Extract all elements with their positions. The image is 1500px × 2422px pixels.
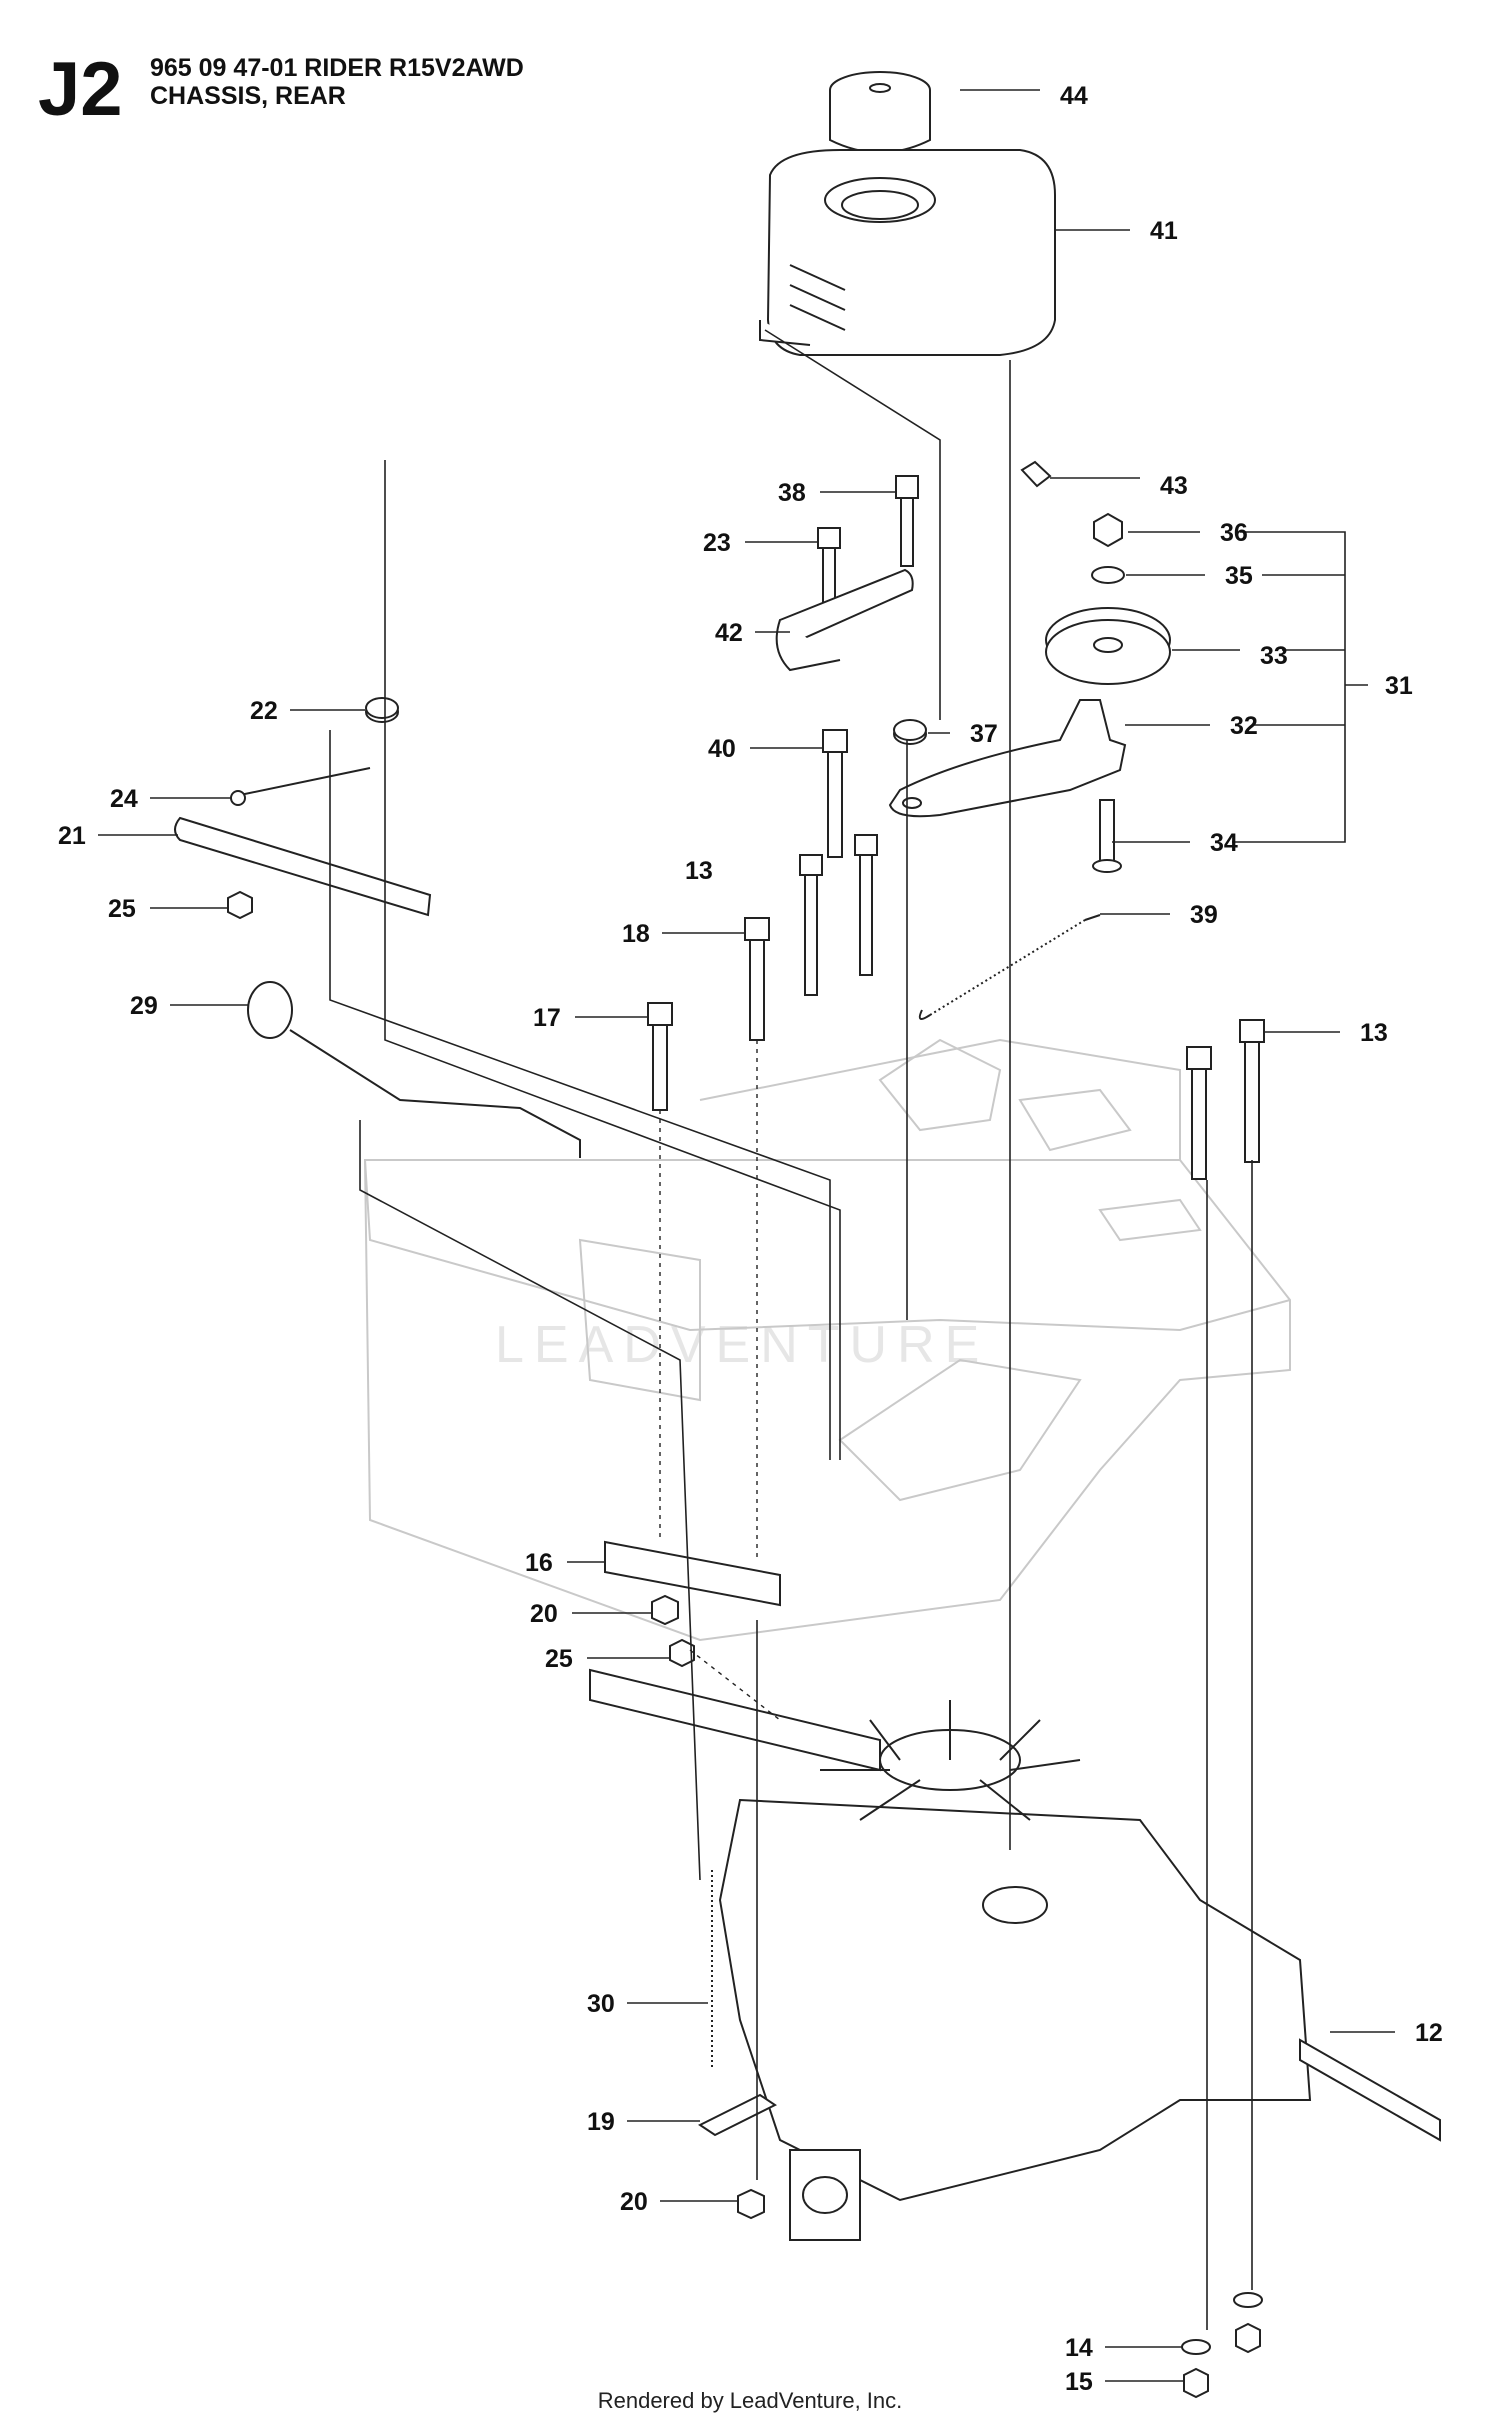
part-18-bolt[interactable] bbox=[744, 917, 770, 1041]
callout-c38[interactable]: 38 bbox=[778, 479, 806, 507]
part-13-bolts-center[interactable] bbox=[799, 834, 878, 996]
callout-c39[interactable]: 39 bbox=[1190, 901, 1218, 929]
part-15-nuts[interactable] bbox=[1183, 2322, 1261, 2399]
part-32-idler-arm[interactable] bbox=[888, 699, 1127, 818]
callout-c32[interactable]: 32 bbox=[1230, 712, 1258, 740]
part-43-bolt[interactable] bbox=[1020, 460, 1052, 488]
callout-c25a[interactable]: 25 bbox=[108, 895, 136, 923]
part-29-control-rod[interactable] bbox=[247, 981, 581, 1158]
part-38-bolt[interactable] bbox=[895, 475, 919, 567]
part-36-nut[interactable] bbox=[1093, 512, 1123, 548]
callout-c41[interactable]: 41 bbox=[1150, 217, 1178, 245]
callout-c19[interactable]: 19 bbox=[587, 2108, 615, 2136]
callout-c13b[interactable]: 13 bbox=[1360, 1019, 1388, 1047]
part-42-bracket[interactable] bbox=[775, 568, 914, 672]
callout-c40[interactable]: 40 bbox=[708, 735, 736, 763]
callout-c25b[interactable]: 25 bbox=[545, 1645, 573, 1673]
section-title: CHASSIS, REAR bbox=[150, 82, 346, 110]
part-20-nut-upper[interactable] bbox=[651, 1594, 679, 1626]
part-41-fuel-tank[interactable] bbox=[759, 149, 1056, 356]
part-22-grommet[interactable] bbox=[365, 697, 399, 723]
callout-c42[interactable]: 42 bbox=[715, 619, 743, 647]
callout-c21[interactable]: 21 bbox=[58, 822, 86, 850]
watermark: LEADVENTURE bbox=[495, 1316, 989, 1374]
callout-c20b[interactable]: 20 bbox=[620, 2188, 648, 2216]
part-34-bolt[interactable] bbox=[1092, 799, 1122, 873]
diagram-code: J2 bbox=[38, 47, 123, 132]
part-25-nut-lower[interactable] bbox=[669, 1638, 695, 1668]
part-35-washer[interactable] bbox=[1091, 566, 1125, 584]
callout-c43[interactable]: 43 bbox=[1160, 472, 1188, 500]
callout-c35[interactable]: 35 bbox=[1225, 562, 1253, 590]
part-17-bolt[interactable] bbox=[647, 1002, 673, 1111]
callout-c44[interactable]: 44 bbox=[1060, 82, 1088, 110]
part-25-locknut[interactable] bbox=[227, 890, 253, 920]
chassis-frame-ghost bbox=[363, 1038, 1291, 1642]
callout-c30[interactable]: 30 bbox=[587, 1990, 615, 2018]
alignment-lines bbox=[329, 329, 1253, 2330]
callout-c24[interactable]: 24 bbox=[110, 785, 138, 813]
part-14-washers[interactable] bbox=[1181, 2292, 1263, 2355]
callout-c23[interactable]: 23 bbox=[703, 529, 731, 557]
footer-credit: Rendered by LeadVenture, Inc. bbox=[597, 2388, 903, 2413]
callout-c20a[interactable]: 20 bbox=[530, 1600, 558, 1628]
part-19-plate[interactable] bbox=[698, 2093, 777, 2137]
part-20-nut-bottom[interactable] bbox=[737, 2188, 765, 2220]
callout-c37[interactable]: 37 bbox=[970, 720, 998, 748]
callout-c15[interactable]: 15 bbox=[1065, 2368, 1093, 2396]
callout-c22[interactable]: 22 bbox=[250, 697, 278, 725]
callout-c12[interactable]: 12 bbox=[1415, 2019, 1443, 2047]
callout-c36[interactable]: 36 bbox=[1220, 519, 1248, 547]
part-37-grommet[interactable] bbox=[893, 719, 927, 745]
part-16-spacer-bar[interactable] bbox=[604, 1540, 781, 1607]
callout-c33[interactable]: 33 bbox=[1260, 642, 1288, 670]
callout-c34[interactable]: 34 bbox=[1210, 829, 1238, 857]
callout-c18[interactable]: 18 bbox=[622, 920, 650, 948]
callout-c16[interactable]: 16 bbox=[525, 1549, 553, 1577]
leader-lines bbox=[98, 89, 1395, 2382]
model-title: 965 09 47-01 RIDER R15V2AWD bbox=[150, 54, 524, 82]
part-40-bolt[interactable] bbox=[822, 729, 848, 858]
part-24-adjust-rod[interactable] bbox=[230, 767, 371, 806]
transaxle-assembly[interactable] bbox=[589, 1668, 1441, 2241]
callout-c17[interactable]: 17 bbox=[533, 1004, 561, 1032]
callout-c13a[interactable]: 13 bbox=[685, 857, 713, 885]
part-39-spring[interactable] bbox=[918, 914, 1101, 1020]
part-13-bolts-right[interactable] bbox=[1186, 1019, 1265, 1180]
callout-c31[interactable]: 31 bbox=[1385, 672, 1413, 700]
callout-c14[interactable]: 14 bbox=[1065, 2334, 1093, 2362]
part-33-idler-pulley[interactable] bbox=[1045, 607, 1171, 685]
part-44-tank-cap[interactable] bbox=[829, 71, 931, 154]
part-21-lever[interactable] bbox=[174, 816, 432, 917]
callout-c29[interactable]: 29 bbox=[130, 992, 158, 1020]
callout-labels: 44 41 43 38 23 36 35 42 33 31 22 37 32 40 24 21 34 13 25 18… bbox=[58, 82, 1443, 2396]
